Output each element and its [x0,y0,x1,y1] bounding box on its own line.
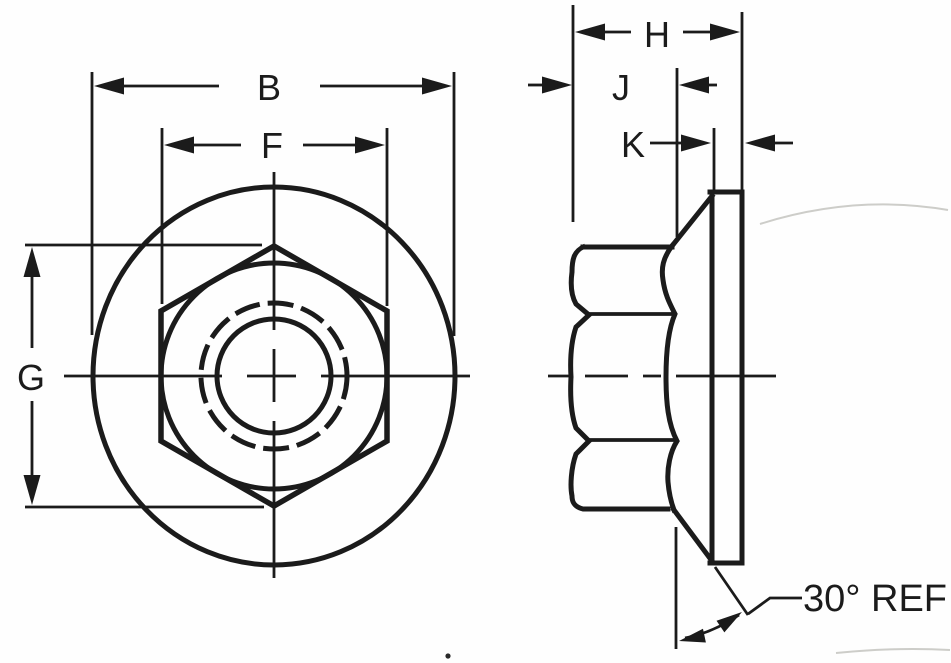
dim-label-g: G [17,357,45,398]
dim-label-h: H [644,14,670,55]
f-extension-lines [160,128,389,306]
dim-label-b: B [257,67,281,108]
h-arrow-right [710,23,740,41]
front-view: B F G [17,67,470,578]
facet-edge-lines [587,312,676,442]
h-arrow-left [575,23,605,41]
angle-leader-line [747,596,802,616]
h-extension-lines [571,5,744,222]
k-arrow-right [745,134,775,152]
f-arrow-left [164,136,194,154]
ink-speck [445,653,451,659]
b-extension-lines [90,72,456,336]
g-arrow-top [23,247,41,277]
cone-bottom-slant [670,506,716,565]
dim-label-k: K [621,124,645,165]
dim-label-j: J [612,67,630,108]
b-arrow-left [94,77,124,95]
dim-label-f: F [261,125,283,166]
cone-top-slant [668,192,716,250]
scan-artifact-curve [759,203,949,225]
g-extension-lines [25,243,264,509]
b-arrow-right [422,77,452,95]
scan-artifact-line [835,648,951,654]
hex-body-outline [568,243,671,512]
k-arrow-left [681,134,711,152]
angle-arrow-left [679,628,706,643]
g-arrow-bottom [23,475,41,505]
angle-note-label: 30° REF [803,578,947,620]
side-view: H J K 30° REF [528,5,947,649]
j-arrow-right [679,76,709,94]
f-arrow-right [355,136,385,154]
flange-face-outline [707,189,745,566]
cone-facet-curve [659,242,680,514]
angle-arrow-right [716,612,742,633]
j-arrow-left [542,76,572,94]
cone-angle-extension-line [713,566,750,616]
